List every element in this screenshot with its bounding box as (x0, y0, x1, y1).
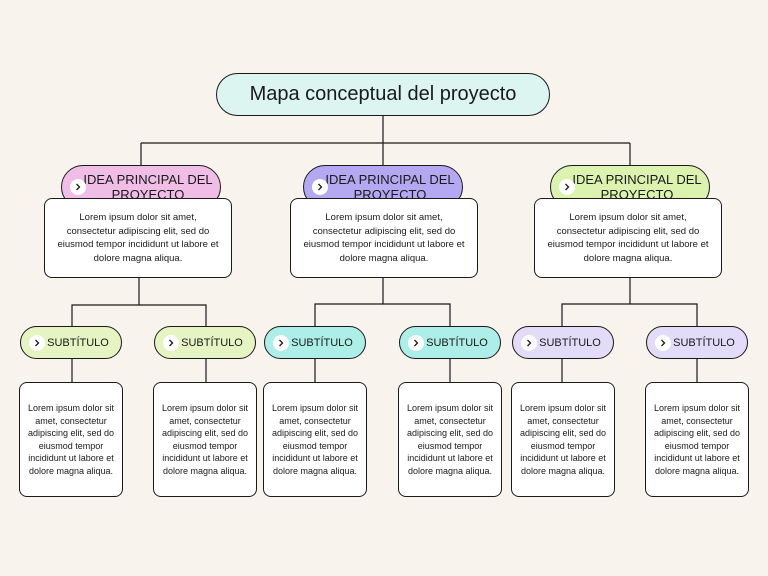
chevron-right-icon (273, 334, 289, 351)
main-idea-description: Lorem ipsum dolor sit amet, consectetur … (57, 212, 219, 264)
subtopic-label: SUBTÍTULO (539, 336, 601, 349)
subtopic-description: Lorem ipsum dolor sit amet, consectetur … (406, 403, 494, 476)
subtopic-label: SUBTÍTULO (47, 336, 109, 349)
subtopic-2-card[interactable]: Lorem ipsum dolor sit amet, consectetur … (153, 382, 257, 497)
chevron-right-icon (655, 334, 671, 351)
subtopic-description: Lorem ipsum dolor sit amet, consectetur … (27, 403, 115, 476)
map-title-text: Mapa conceptual del proyecto (249, 83, 517, 105)
subtopic-1-card[interactable]: Lorem ipsum dolor sit amet, consectetur … (19, 382, 123, 497)
subtopic-3[interactable]: SUBTÍTULO (264, 326, 366, 359)
subtopic-label: SUBTÍTULO (181, 336, 243, 349)
subtopic-6-card[interactable]: Lorem ipsum dolor sit amet, consectetur … (645, 382, 749, 497)
subtopic-label: SUBTÍTULO (426, 336, 488, 349)
chevron-right-icon (163, 334, 179, 351)
subtopic-2[interactable]: SUBTÍTULO (154, 326, 256, 359)
subtopic-description: Lorem ipsum dolor sit amet, consectetur … (519, 403, 607, 476)
subtopic-5[interactable]: SUBTÍTULO (512, 326, 614, 359)
subtopic-4-card[interactable]: Lorem ipsum dolor sit amet, consectetur … (398, 382, 502, 497)
subtopic-3-card[interactable]: Lorem ipsum dolor sit amet, consectetur … (263, 382, 367, 497)
chevron-right-icon (312, 179, 328, 195)
subtopic-5-card[interactable]: Lorem ipsum dolor sit amet, consectetur … (511, 382, 615, 497)
map-title[interactable]: Mapa conceptual del proyecto (216, 73, 550, 116)
chevron-right-icon (70, 179, 86, 195)
main-idea-1-card[interactable]: Lorem ipsum dolor sit amet, consectetur … (44, 198, 232, 278)
subtopic-description: Lorem ipsum dolor sit amet, consectetur … (271, 403, 359, 476)
chevron-right-icon (559, 179, 575, 195)
main-idea-description: Lorem ipsum dolor sit amet, consectetur … (303, 212, 465, 264)
subtopic-4[interactable]: SUBTÍTULO (399, 326, 501, 359)
chevron-right-icon (521, 334, 537, 351)
subtopic-label: SUBTÍTULO (673, 336, 735, 349)
main-idea-description: Lorem ipsum dolor sit amet, consectetur … (547, 212, 709, 264)
chevron-right-icon (408, 334, 424, 351)
subtopic-6[interactable]: SUBTÍTULO (646, 326, 748, 359)
subtopic-1[interactable]: SUBTÍTULO (20, 326, 122, 359)
main-idea-3-card[interactable]: Lorem ipsum dolor sit amet, consectetur … (534, 198, 722, 278)
subtopic-description: Lorem ipsum dolor sit amet, consectetur … (161, 403, 249, 476)
chevron-right-icon (29, 334, 45, 351)
subtopic-description: Lorem ipsum dolor sit amet, consectetur … (653, 403, 741, 476)
subtopic-label: SUBTÍTULO (291, 336, 353, 349)
main-idea-2-card[interactable]: Lorem ipsum dolor sit amet, consectetur … (290, 198, 478, 278)
